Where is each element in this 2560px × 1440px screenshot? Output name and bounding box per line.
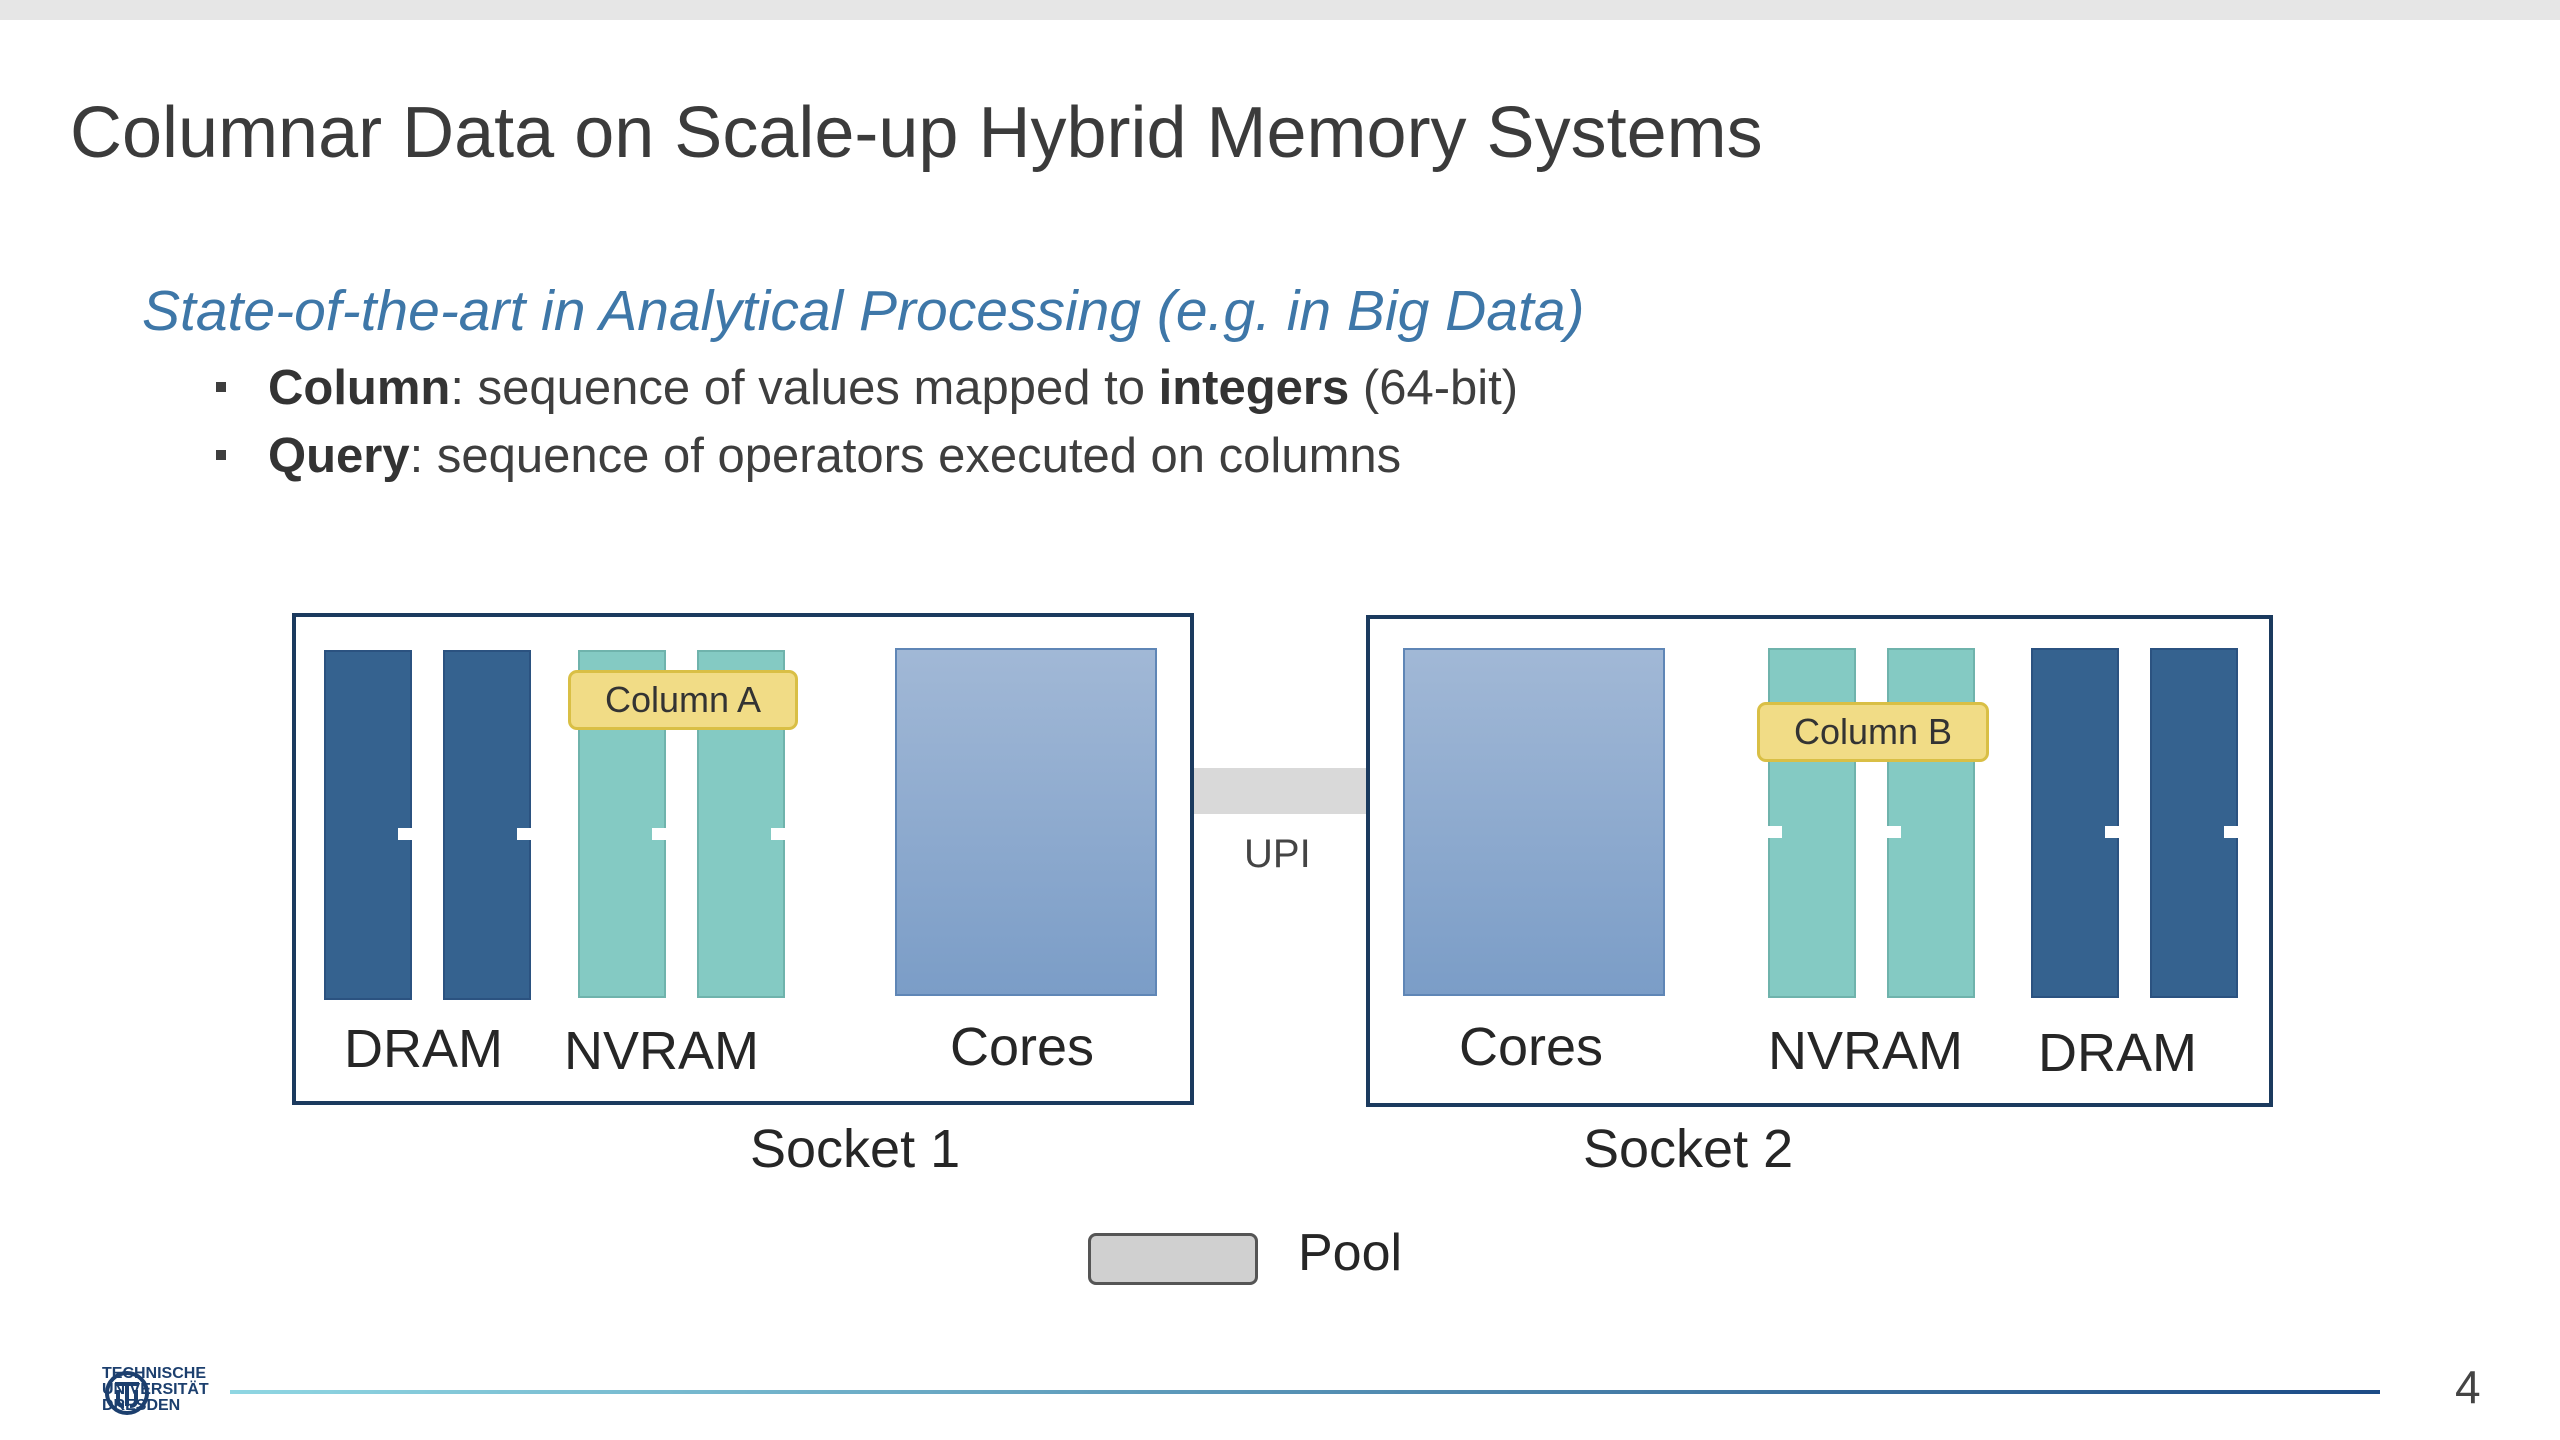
- bullet-text: (64-bit): [1349, 361, 1519, 415]
- bullet-text: : sequence of operators executed on colu…: [409, 429, 1402, 483]
- socket1-cores-label: Cores: [950, 1017, 1095, 1077]
- bullet-query: Query: sequence of operators executed on…: [216, 428, 1402, 484]
- socket1-cores: [895, 648, 1157, 996]
- bullet-text: : sequence of values mapped to: [450, 361, 1159, 415]
- socket2-nvram-module: [1768, 648, 1856, 998]
- socket2-dram-label: DRAM: [2038, 1023, 2197, 1083]
- column-b-highlight: Column B: [1757, 702, 1989, 762]
- page-number: 4: [2455, 1361, 2481, 1413]
- socket1-label: Socket 1: [750, 1119, 961, 1179]
- upi-label: UPI: [1244, 832, 1311, 876]
- socket2-dram-module: [2031, 648, 2119, 998]
- socket1-dram-module: [443, 650, 531, 1000]
- socket1-dram-label: DRAM: [344, 1019, 503, 1079]
- pool-legend-label: Pool: [1298, 1224, 1403, 1282]
- socket1-dram-module: [324, 650, 412, 1000]
- tu-dresden-logo-text: TECHNISCHE UNIVERSITÄT DRESDEN: [102, 1365, 209, 1414]
- socket2-cores-label: Cores: [1459, 1017, 1604, 1077]
- upi-link: [1194, 768, 1366, 814]
- footer-line: [230, 1390, 2380, 1394]
- slide-subtitle: State-of-the-art in Analytical Processin…: [142, 279, 1585, 343]
- top-bar: [0, 0, 2560, 20]
- bullet-term: Column: [268, 361, 451, 415]
- socket2-dram-module: [2150, 648, 2238, 998]
- socket1-nvram-label: NVRAM: [564, 1021, 760, 1081]
- bullet-marker: [216, 382, 226, 392]
- pool-legend-swatch: [1088, 1233, 1258, 1285]
- socket2-label: Socket 2: [1583, 1119, 1794, 1179]
- tu-dresden-logo-icon: [105, 1371, 149, 1415]
- bullet-marker: [216, 450, 226, 460]
- bullet-column: Column: sequence of values mapped to int…: [216, 360, 1519, 416]
- socket2-cores: [1403, 648, 1665, 996]
- bullet-term: integers: [1158, 361, 1350, 415]
- socket2-nvram-label: NVRAM: [1768, 1021, 1964, 1081]
- column-a-highlight: Column A: [568, 670, 798, 730]
- bullet-term: Query: [268, 429, 410, 483]
- socket2-nvram-module: [1887, 648, 1975, 998]
- slide-title: Columnar Data on Scale-up Hybrid Memory …: [70, 93, 1763, 173]
